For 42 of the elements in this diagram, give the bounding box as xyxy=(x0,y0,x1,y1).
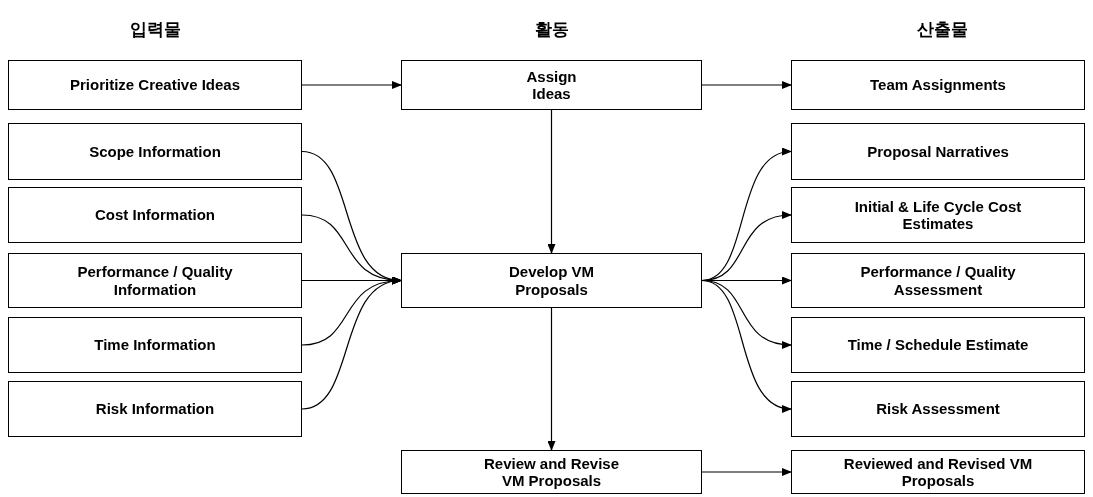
box-label: Proposal Narratives xyxy=(867,142,1009,161)
box-label: Review and Revise VM Proposals xyxy=(482,454,621,490)
box-label: Time / Schedule Estimate xyxy=(847,336,1029,354)
box-label: Performance / Quality Assessment xyxy=(859,263,1017,298)
process-box xyxy=(791,450,1085,494)
arrow xyxy=(701,468,792,476)
process-box xyxy=(8,60,302,110)
process-box xyxy=(401,60,702,110)
process-box xyxy=(791,123,1085,180)
process-box xyxy=(8,381,302,437)
arrow xyxy=(547,307,556,451)
box-label: Reviewed and Revised VM Proposals xyxy=(843,454,1033,490)
column-heading: 산출물 xyxy=(916,19,968,41)
process-box xyxy=(401,253,702,308)
box-label: Scope Information xyxy=(89,142,221,161)
column-heading: 활동 xyxy=(535,19,569,41)
process-box xyxy=(8,317,302,373)
box-label: Risk Assessment xyxy=(876,400,1000,418)
process-box xyxy=(8,253,302,308)
process-box xyxy=(401,450,702,494)
process-box xyxy=(791,317,1085,373)
box-label: Prioritize Creative Ideas xyxy=(69,76,241,94)
box-label: Cost Information xyxy=(95,206,215,224)
process-box xyxy=(791,381,1085,437)
process-box xyxy=(791,60,1085,110)
column-heading: 입력물 xyxy=(129,19,181,41)
box-label: Performance / Quality Information xyxy=(76,263,234,298)
arrow xyxy=(701,279,792,412)
arrow xyxy=(701,81,792,89)
arrow xyxy=(301,278,402,410)
process-box xyxy=(791,253,1085,308)
process-box xyxy=(791,187,1085,243)
arrow xyxy=(547,109,556,254)
box-label: Time Information xyxy=(94,336,216,354)
process-box xyxy=(8,123,302,180)
box-label: Assign Ideas xyxy=(525,67,578,103)
arrow xyxy=(301,81,402,89)
box-label: Team Assignments xyxy=(870,76,1006,94)
box-label: Risk Information xyxy=(95,400,215,418)
box-label: Initial & Life Cycle Cost Estimates xyxy=(853,197,1023,233)
process-box xyxy=(8,187,302,243)
box-label: Develop VM Proposals xyxy=(508,263,595,298)
